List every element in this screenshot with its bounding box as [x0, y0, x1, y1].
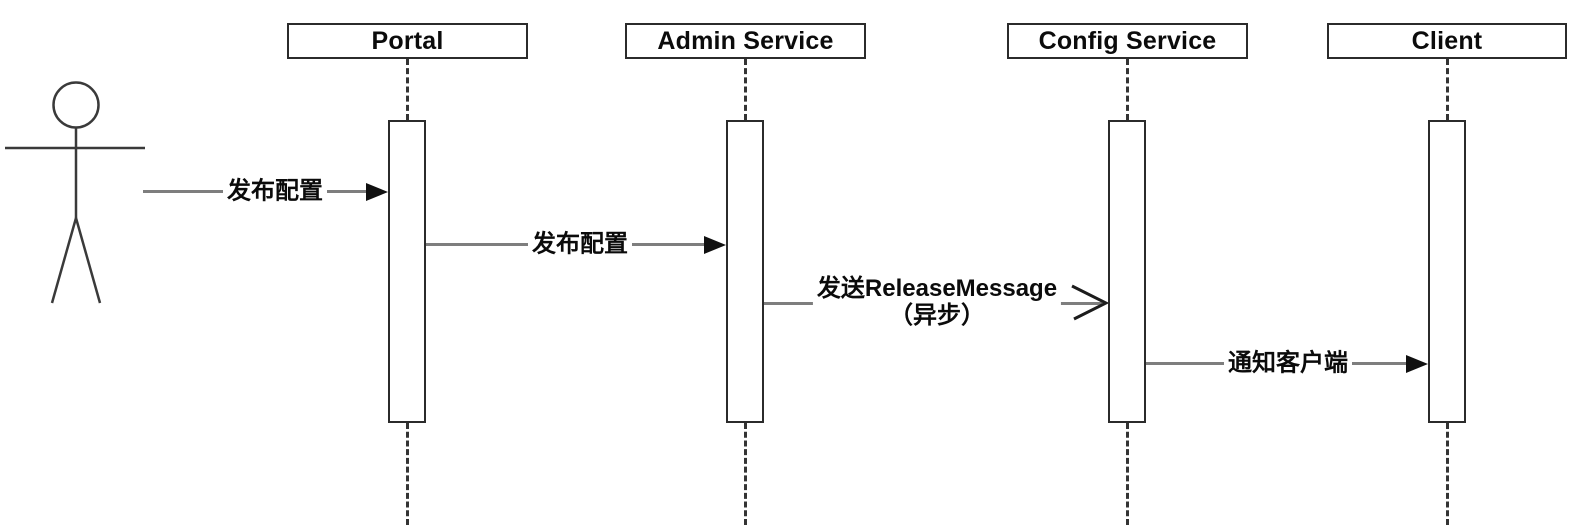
activation-bar-portal	[388, 120, 426, 423]
lifeline-bottom-dash-config-service	[1126, 423, 1129, 525]
lifeline-bottom-dash-client	[1446, 423, 1449, 525]
lifeline-label-client: Client	[1411, 26, 1483, 55]
message-label-3-line2: （异步）	[888, 302, 985, 329]
actor-head	[52, 81, 100, 129]
solid-arrowhead-icon-4	[1406, 354, 1428, 373]
lifeline-label-portal: Portal	[371, 26, 444, 55]
actor-left-leg	[50, 217, 78, 304]
lifeline-head-portal: Portal	[287, 23, 528, 59]
actor-figure	[5, 81, 145, 304]
open-arrowhead-icon-3	[1071, 284, 1108, 321]
lifeline-label-config-service: Config Service	[1038, 26, 1217, 55]
message-label-2: 发布配置	[528, 230, 632, 258]
lifeline-bottom-dash-admin-service	[744, 423, 747, 525]
message-label-1: 发布配置	[223, 177, 327, 205]
actor-right-leg	[74, 217, 102, 304]
lifeline-top-dash-admin-service	[744, 59, 747, 120]
message-label-3-line1: 发送ReleaseMessage	[816, 275, 1058, 302]
lifeline-head-config-service: Config Service	[1007, 23, 1248, 59]
lifeline-bottom-dash-portal	[406, 423, 409, 525]
lifeline-top-dash-client	[1446, 59, 1449, 120]
lifeline-head-admin-service: Admin Service	[625, 23, 866, 59]
solid-arrowhead-icon-2	[704, 235, 726, 254]
activation-bar-client	[1428, 120, 1466, 423]
message-label-3: 发送ReleaseMessage （异步）	[812, 275, 1062, 329]
solid-arrowhead-icon-1	[366, 182, 388, 201]
lifeline-top-dash-config-service	[1126, 59, 1129, 120]
activation-bar-admin-service	[726, 120, 764, 423]
activation-bar-config-service	[1108, 120, 1146, 423]
lifeline-top-dash-portal	[406, 59, 409, 120]
lifeline-label-admin-service: Admin Service	[657, 26, 834, 55]
lifeline-head-client: Client	[1327, 23, 1567, 59]
message-label-4: 通知客户端	[1224, 349, 1352, 377]
